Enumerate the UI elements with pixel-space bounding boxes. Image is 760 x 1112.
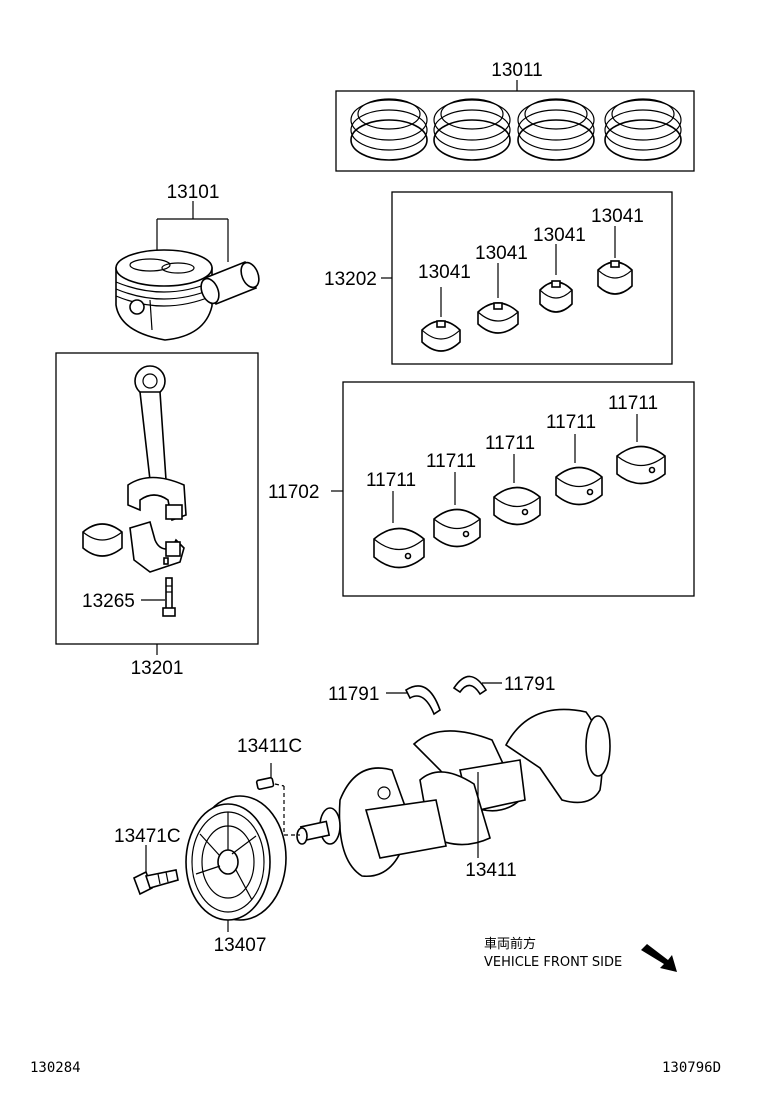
ring-stack-2 bbox=[433, 98, 511, 161]
direction-english: VEHICLE FRONT SIDE bbox=[484, 955, 622, 970]
conrod-bearing-set[interactable]: 13202 13041 13041 13041 1304 bbox=[324, 191, 673, 365]
main-bearing-4: 11711 bbox=[546, 412, 603, 506]
piston-ring-set[interactable]: 13011 bbox=[335, 60, 695, 172]
pin-icon bbox=[255, 776, 275, 790]
direction-japanese: 車両前方 bbox=[484, 936, 536, 952]
main-bearing-5: 11711 bbox=[608, 393, 666, 485]
front-direction-indicator: 車両前方 VEHICLE FRONT SIDE bbox=[484, 936, 677, 972]
label-11711-a: 11711 bbox=[366, 470, 416, 491]
label-11711-e: 11711 bbox=[608, 393, 658, 414]
connecting-rod-icon bbox=[127, 365, 187, 522]
bolt-icon bbox=[132, 869, 179, 896]
pulley-icon bbox=[185, 795, 287, 921]
label-11791-a: 11791 bbox=[328, 684, 379, 705]
connecting-rod-assembly[interactable]: 13201 13265 bbox=[55, 352, 259, 679]
footer-right-code: 130796D bbox=[662, 1060, 721, 1076]
label-13265: 13265 bbox=[82, 591, 135, 612]
rod-bearing-icon bbox=[82, 523, 123, 557]
main-bearing-1: 11711 bbox=[366, 470, 425, 569]
label-11711-c: 11711 bbox=[485, 433, 535, 454]
piston-icon bbox=[115, 249, 213, 341]
label-11791-b: 11791 bbox=[504, 674, 555, 695]
rod-cap-icon bbox=[129, 520, 185, 573]
conrod-bearing-2: 13041 bbox=[475, 243, 528, 334]
label-13202: 13202 bbox=[324, 269, 377, 290]
thrust-washer-right[interactable]: 11791 bbox=[452, 674, 555, 696]
piston-pin-icon bbox=[200, 260, 260, 306]
crank-pin[interactable]: 13411C bbox=[237, 736, 302, 836]
main-bearing-3: 11711 bbox=[485, 433, 541, 526]
ring-stack-4 bbox=[604, 98, 682, 161]
crankshaft-icon bbox=[296, 708, 611, 877]
label-13201: 13201 bbox=[131, 658, 184, 679]
label-13411: 13411 bbox=[465, 860, 516, 881]
ring-stack-3 bbox=[517, 98, 595, 161]
pulley-bolt[interactable]: 13471C bbox=[114, 826, 181, 896]
thrust-washer-left[interactable]: 11791 bbox=[328, 684, 441, 716]
label-13041-b: 13041 bbox=[475, 243, 528, 264]
conrod-bearing-3: 13041 bbox=[533, 225, 586, 313]
label-13011: 13011 bbox=[491, 60, 542, 81]
conrod-bearing-4: 13041 bbox=[591, 206, 644, 295]
piston-assembly[interactable]: 13101 bbox=[115, 182, 262, 341]
crank-pulley[interactable]: 13407 bbox=[185, 795, 287, 956]
conrod-bearing-1: 13041 bbox=[418, 262, 471, 352]
main-bearing-2: 11711 bbox=[426, 451, 481, 548]
label-13471c: 13471C bbox=[114, 826, 181, 847]
label-13101: 13101 bbox=[167, 182, 220, 203]
footer-left-code: 130284 bbox=[30, 1060, 81, 1076]
label-13041-c: 13041 bbox=[533, 225, 586, 246]
label-13411c: 13411C bbox=[237, 736, 302, 757]
crankshaft[interactable]: 13411 bbox=[296, 708, 611, 881]
label-11702: 11702 bbox=[268, 482, 319, 503]
main-bearing-set[interactable]: 11702 11711 11711 11711 1171 bbox=[268, 381, 695, 597]
conrod-bolt-icon bbox=[162, 577, 176, 617]
label-13041-d: 13041 bbox=[591, 206, 644, 227]
ring-stack-1 bbox=[350, 98, 428, 161]
arrow-down-right-icon bbox=[641, 944, 677, 972]
label-11711-b: 11711 bbox=[426, 451, 476, 472]
label-13407: 13407 bbox=[214, 935, 267, 956]
label-13041-a: 13041 bbox=[418, 262, 471, 283]
label-11711-d: 11711 bbox=[546, 412, 596, 433]
